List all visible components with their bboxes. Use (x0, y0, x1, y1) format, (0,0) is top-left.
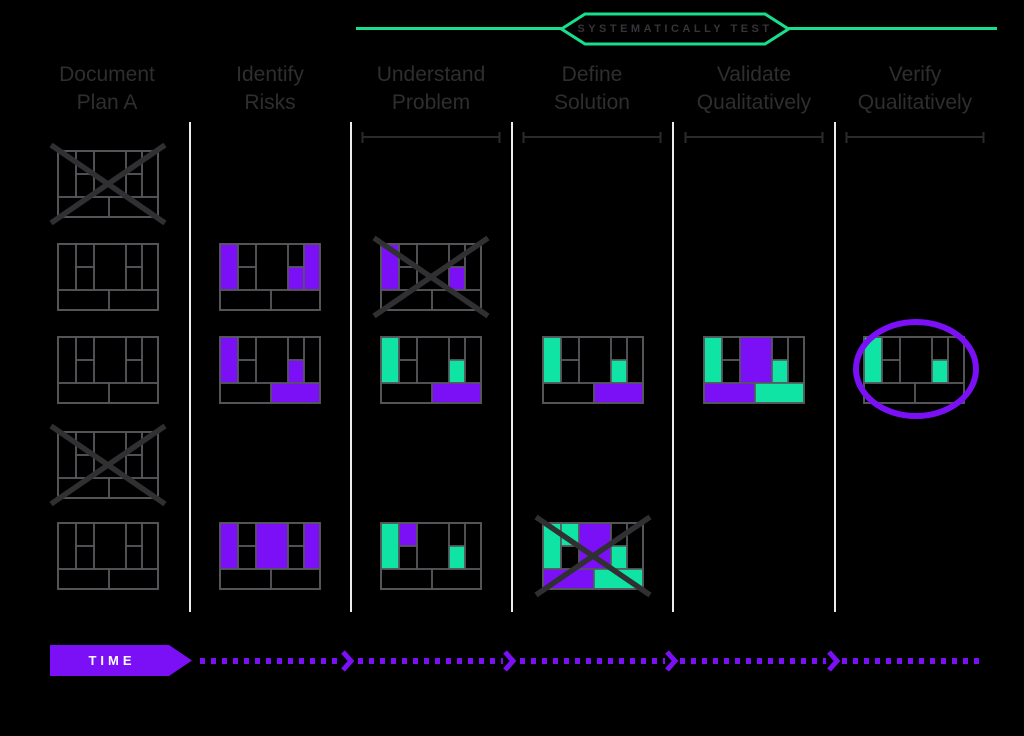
timeline-chevron-icon (665, 650, 679, 672)
column-header-identify-risks: Identify Risks (236, 61, 304, 117)
timeline-chevron-icon (503, 650, 517, 672)
header-line: Qualitatively (857, 91, 973, 114)
canvas-identify-risks-row-5 (219, 522, 321, 590)
header-line: Document (59, 63, 155, 86)
header-line: Problem (391, 91, 471, 114)
canvas-understand-problem-row-3 (380, 336, 482, 404)
column-divider (511, 122, 513, 612)
banner-hexagon-icon (560, 12, 790, 46)
column-header-document-plan-a: Document Plan A (59, 61, 155, 117)
canvas-validate-qualitatively-row-3 (703, 336, 805, 404)
header-line: Solution (554, 91, 630, 114)
canvas-document-plan-a-row-2 (57, 243, 159, 311)
cross-out-icon (372, 235, 490, 319)
canvas-document-plan-a-row-1 (49, 142, 167, 226)
time-label: TIME (88, 653, 136, 668)
cross-out-icon (49, 142, 167, 226)
banner-label: SYSTEMATICALLY TEST (577, 23, 773, 35)
header-line: Identify (236, 63, 304, 86)
canvas-understand-problem-row-5 (380, 522, 482, 590)
phase-bracket-validate-qualitatively (684, 132, 824, 143)
header-line: Qualitatively (696, 91, 812, 114)
header-line: Define (561, 63, 623, 86)
timeline-dotted-line (680, 658, 826, 664)
column-header-understand-problem: Understand Problem (377, 61, 486, 117)
canvas-identify-risks-row-3 (219, 336, 321, 404)
cross-out-icon (49, 423, 167, 507)
canvas-document-plan-a-row-3 (57, 336, 159, 404)
canvas-document-plan-a-row-5 (57, 522, 159, 590)
column-divider (834, 122, 836, 612)
phase-bracket-understand-problem (361, 132, 501, 143)
phase-bracket-verify-qualitatively (845, 132, 985, 143)
canvas-document-plan-a-row-4 (49, 423, 167, 507)
canvas-understand-problem-row-2 (372, 235, 490, 319)
time-arrow (50, 645, 192, 676)
column-header-validate-qualitatively: Validate Qualitatively (697, 61, 811, 117)
canvas-identify-risks-row-2 (219, 243, 321, 311)
column-divider (672, 122, 674, 612)
timeline-chevron-icon (341, 650, 355, 672)
header-line: Understand (376, 63, 486, 86)
circle-highlight-icon (853, 319, 979, 419)
timeline-dotted-line (358, 658, 503, 664)
canvas-verify-qualitatively-row-3 (853, 319, 979, 419)
phase-bracket-define-solution (522, 132, 662, 143)
column-header-define-solution: Define Solution (554, 61, 630, 117)
header-line: Plan A (76, 91, 138, 114)
canvas-define-solution-row-3 (542, 336, 644, 404)
canvas-define-solution-row-5 (534, 514, 652, 598)
header-line: Verify (888, 63, 942, 86)
timeline-chevron-icon (827, 650, 841, 672)
column-divider (350, 122, 352, 612)
column-header-verify-qualitatively: Verify Qualitatively (858, 61, 972, 117)
timeline-dotted-line (842, 658, 984, 664)
column-divider (189, 122, 191, 612)
cross-out-icon (534, 514, 652, 598)
timeline-dotted-line (520, 658, 665, 664)
timeline-dotted-line (200, 658, 340, 664)
header-line: Validate (716, 63, 792, 86)
header-line: Risks (244, 91, 296, 114)
